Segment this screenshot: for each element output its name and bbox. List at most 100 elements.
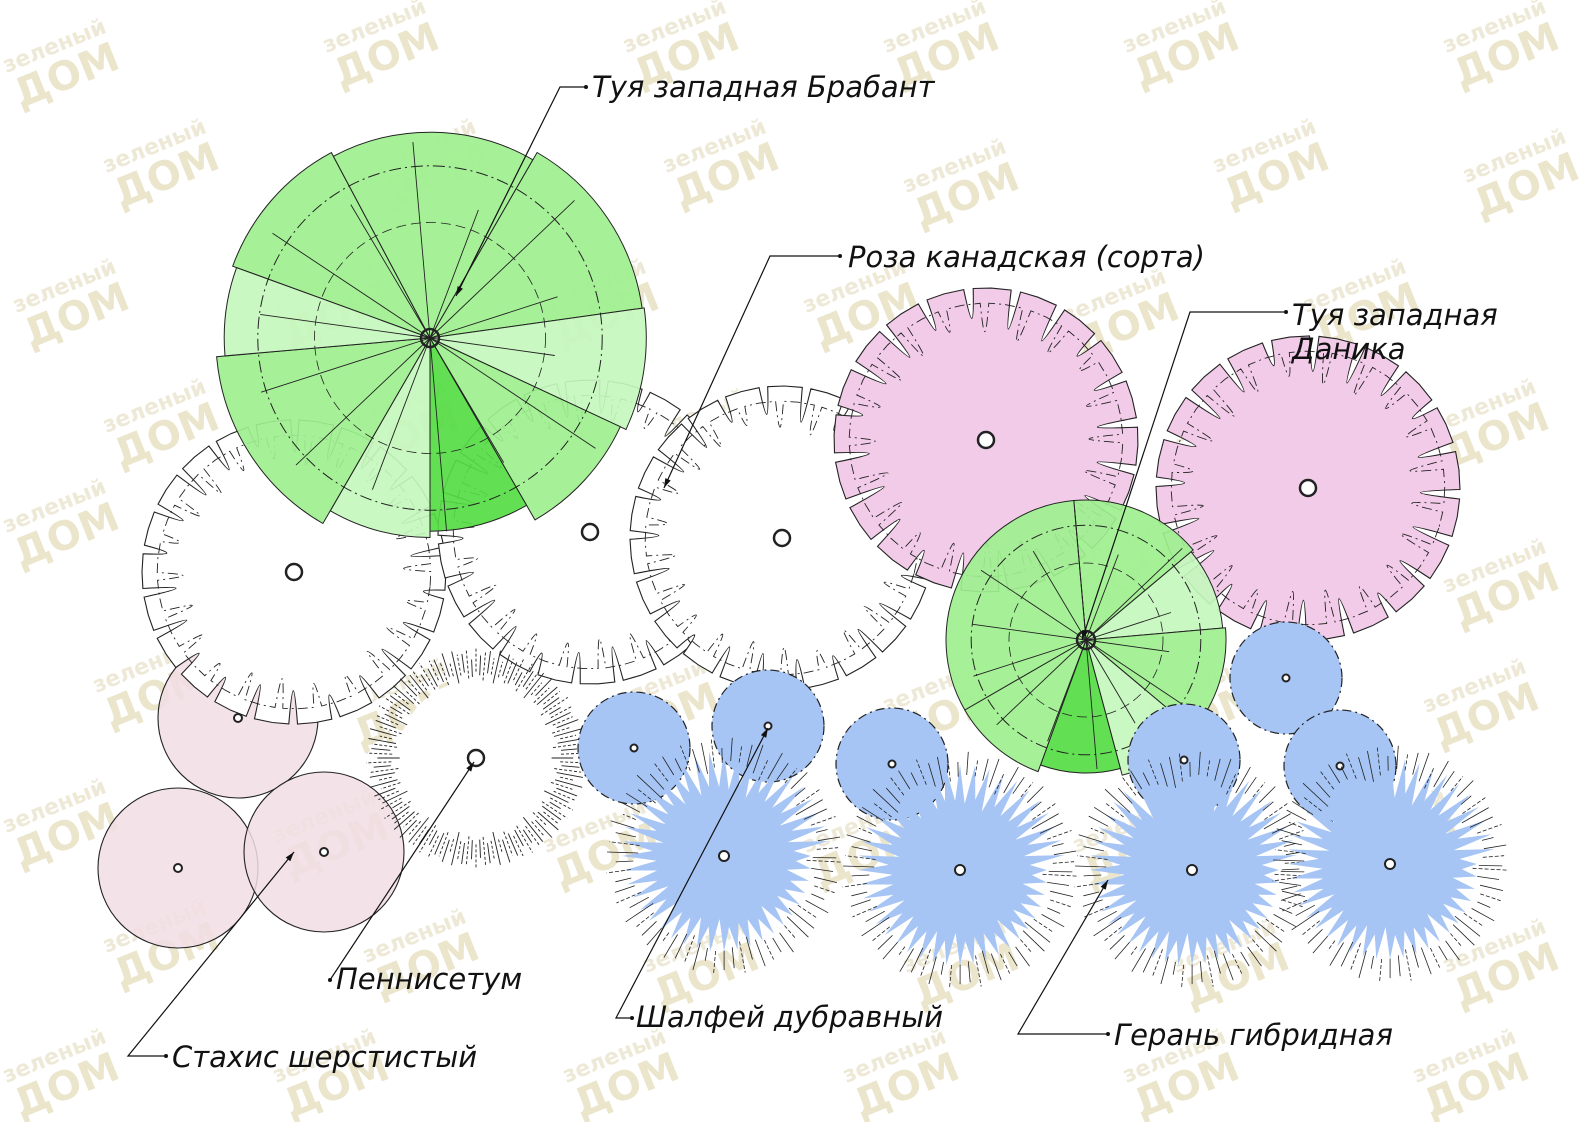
plants-layer bbox=[98, 132, 1509, 987]
geranium-bush-spike bbox=[1397, 746, 1399, 769]
pennisetum-bush-blade bbox=[554, 791, 575, 800]
geranium-bush-spike bbox=[662, 933, 669, 943]
pennisetum-bush-blade bbox=[466, 649, 469, 678]
pennisetum-bush-blade bbox=[523, 671, 533, 686]
geranium-bush-spike bbox=[1419, 753, 1429, 781]
geranium-bush-spike bbox=[1273, 860, 1304, 861]
pennisetum-bush-blade bbox=[541, 697, 568, 715]
geranium-bush-spike bbox=[1472, 908, 1495, 920]
plant-center bbox=[320, 848, 328, 856]
geranium-bush-spike bbox=[1161, 957, 1168, 984]
geranium-bush-spike bbox=[1094, 807, 1115, 820]
leader-thuja-danica-dot bbox=[1284, 310, 1288, 314]
pennisetum-bush-blade bbox=[526, 672, 539, 689]
plant-center bbox=[1187, 865, 1197, 875]
pennisetum-bush-blade bbox=[537, 687, 557, 705]
pennisetum-bush-blade bbox=[562, 766, 580, 768]
geranium-bush-spike bbox=[1371, 956, 1373, 969]
geranium-bush-spike bbox=[989, 759, 999, 787]
pennisetum-bush-blade bbox=[542, 802, 567, 819]
pennisetum-bush-blade bbox=[493, 651, 500, 684]
geranium-bush-spike bbox=[1143, 948, 1155, 972]
geranium-bush-spike bbox=[1027, 787, 1043, 803]
pennisetum-bush-blade bbox=[557, 773, 583, 778]
pennisetum-bush-blade bbox=[480, 840, 481, 858]
geranium-bush-spike bbox=[1455, 916, 1480, 936]
pennisetum-bush-blade bbox=[544, 812, 559, 824]
pennisetum-bush-blade bbox=[553, 717, 573, 726]
pennisetum-bush-blade bbox=[483, 651, 486, 680]
geranium-bush-spike bbox=[615, 878, 631, 882]
leader-salvia-dot bbox=[630, 1016, 634, 1020]
pennisetum-bush-blade bbox=[538, 812, 559, 830]
label-rosa: Роза канадская (сорта) bbox=[848, 240, 1205, 274]
geranium-bush-spike bbox=[1105, 789, 1130, 812]
plant-center bbox=[774, 530, 790, 546]
geranium-bush-spike bbox=[1406, 950, 1412, 981]
pennisetum-bush-blade bbox=[514, 836, 524, 856]
geranium-bush-spike bbox=[789, 908, 814, 928]
label-salvia: Шалфей дубравный bbox=[636, 1000, 943, 1034]
pennisetum-bush-blade bbox=[517, 826, 533, 853]
geranium-bush-spike bbox=[637, 913, 654, 927]
geranium-bush-spike bbox=[1259, 787, 1275, 803]
geranium-bush-spike bbox=[1483, 856, 1504, 858]
pennisetum-bush-blade bbox=[488, 843, 491, 863]
geranium-bush-spike bbox=[798, 905, 817, 917]
pennisetum-bush-blade bbox=[472, 660, 473, 678]
geranium-bush-spike bbox=[862, 917, 890, 936]
pennisetum-bush-blade bbox=[462, 843, 465, 864]
plant-center bbox=[955, 865, 965, 875]
geranium-bush-spike bbox=[1330, 943, 1344, 966]
geranium-bush-spike bbox=[1359, 951, 1366, 978]
geranium-bush-spike bbox=[1279, 882, 1301, 885]
geranium-bush-spike bbox=[1398, 955, 1400, 976]
pennisetum-bush-blade bbox=[420, 825, 436, 852]
geranium-bush-spike bbox=[851, 892, 867, 896]
pennisetum-bush-blade bbox=[493, 832, 501, 865]
geranium-bush-spike bbox=[616, 892, 641, 903]
geranium-bush-spike bbox=[784, 926, 795, 938]
geranium-bush-spike bbox=[1281, 894, 1301, 901]
geranium-bush-spike bbox=[1042, 914, 1065, 926]
pennisetum-bush-blade bbox=[488, 651, 491, 673]
plant-center bbox=[1283, 675, 1290, 682]
pennisetum-bush-blade bbox=[555, 780, 582, 788]
pennisetum-bush-blade bbox=[554, 729, 582, 737]
geranium-bush-spike bbox=[1130, 947, 1137, 957]
pennisetum-bush-blade bbox=[450, 663, 454, 676]
geranium-bush-spike bbox=[1020, 940, 1031, 952]
geranium-bush-spike bbox=[1464, 913, 1483, 925]
geranium-bush-spike bbox=[1430, 948, 1439, 967]
geranium-bush-spike bbox=[626, 903, 654, 922]
pennisetum-bush-blade bbox=[524, 673, 544, 698]
pennisetum-bush-blade bbox=[504, 659, 513, 684]
pennisetum-bush-blade bbox=[393, 802, 403, 808]
geranium-bush-spike bbox=[1281, 886, 1297, 890]
geranium-bush-spike bbox=[1380, 959, 1382, 982]
pennisetum-bush-blade bbox=[462, 654, 465, 673]
geranium-bush-spike bbox=[1084, 906, 1109, 917]
pennisetum-bush-blade bbox=[558, 739, 582, 743]
pennisetum-bush-blade bbox=[498, 662, 502, 678]
pennisetum-bush-blade bbox=[491, 841, 495, 860]
plant-center bbox=[582, 524, 598, 540]
geranium-bush-spike bbox=[764, 940, 773, 959]
plant-center bbox=[631, 745, 638, 752]
pennisetum-bush-blade bbox=[491, 658, 494, 674]
pennisetum-bush-blade bbox=[452, 832, 460, 865]
plant-center bbox=[286, 564, 302, 580]
geranium-bush-spike bbox=[1043, 874, 1079, 876]
geranium-bush-spike bbox=[1308, 929, 1323, 943]
pennisetum-bush-blade bbox=[552, 728, 570, 734]
pennisetum-bush-blade bbox=[504, 832, 513, 856]
pennisetum-bush-blade bbox=[523, 830, 532, 843]
plant-center bbox=[889, 761, 896, 768]
pennisetum-bush-blade bbox=[458, 841, 461, 859]
